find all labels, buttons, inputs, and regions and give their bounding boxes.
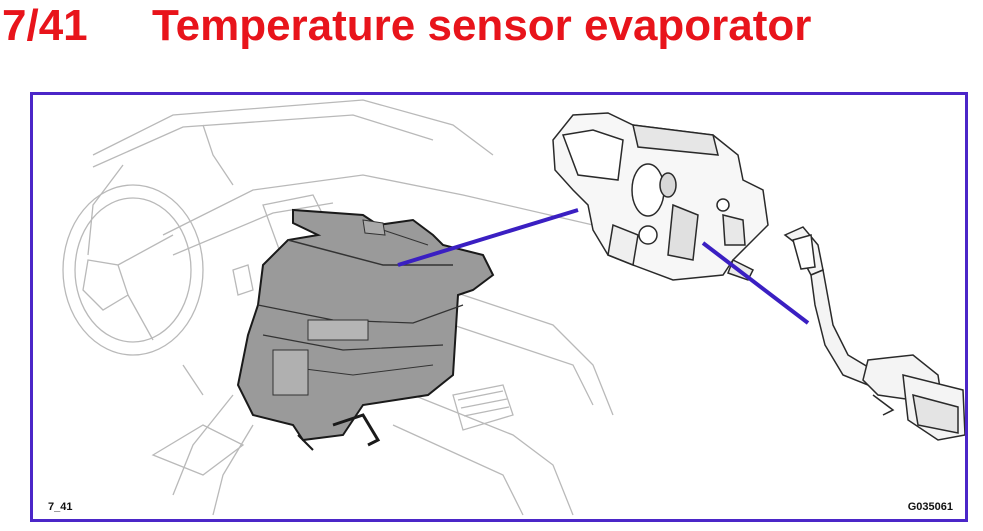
callout-line-sensor	[701, 241, 810, 325]
evaporator-housing-icon	[552, 112, 769, 281]
figure-ref-right: G035061	[907, 501, 953, 513]
temperature-sensor-icon	[783, 226, 965, 441]
exploded-diagram	[62, 99, 965, 516]
callout-line-housing	[397, 208, 579, 267]
hvac-unit-icon	[236, 208, 495, 451]
slide-number: 7/41	[2, 1, 88, 50]
dashboard-illustration	[62, 99, 614, 516]
figure-ref-left: 7_41	[48, 501, 73, 513]
slide-header: 7/41 Temperature sensor evaporator	[0, 0, 983, 70]
slide-title: Temperature sensor evaporator	[152, 1, 812, 50]
figure-frame: 7_41 G035061	[30, 92, 968, 522]
